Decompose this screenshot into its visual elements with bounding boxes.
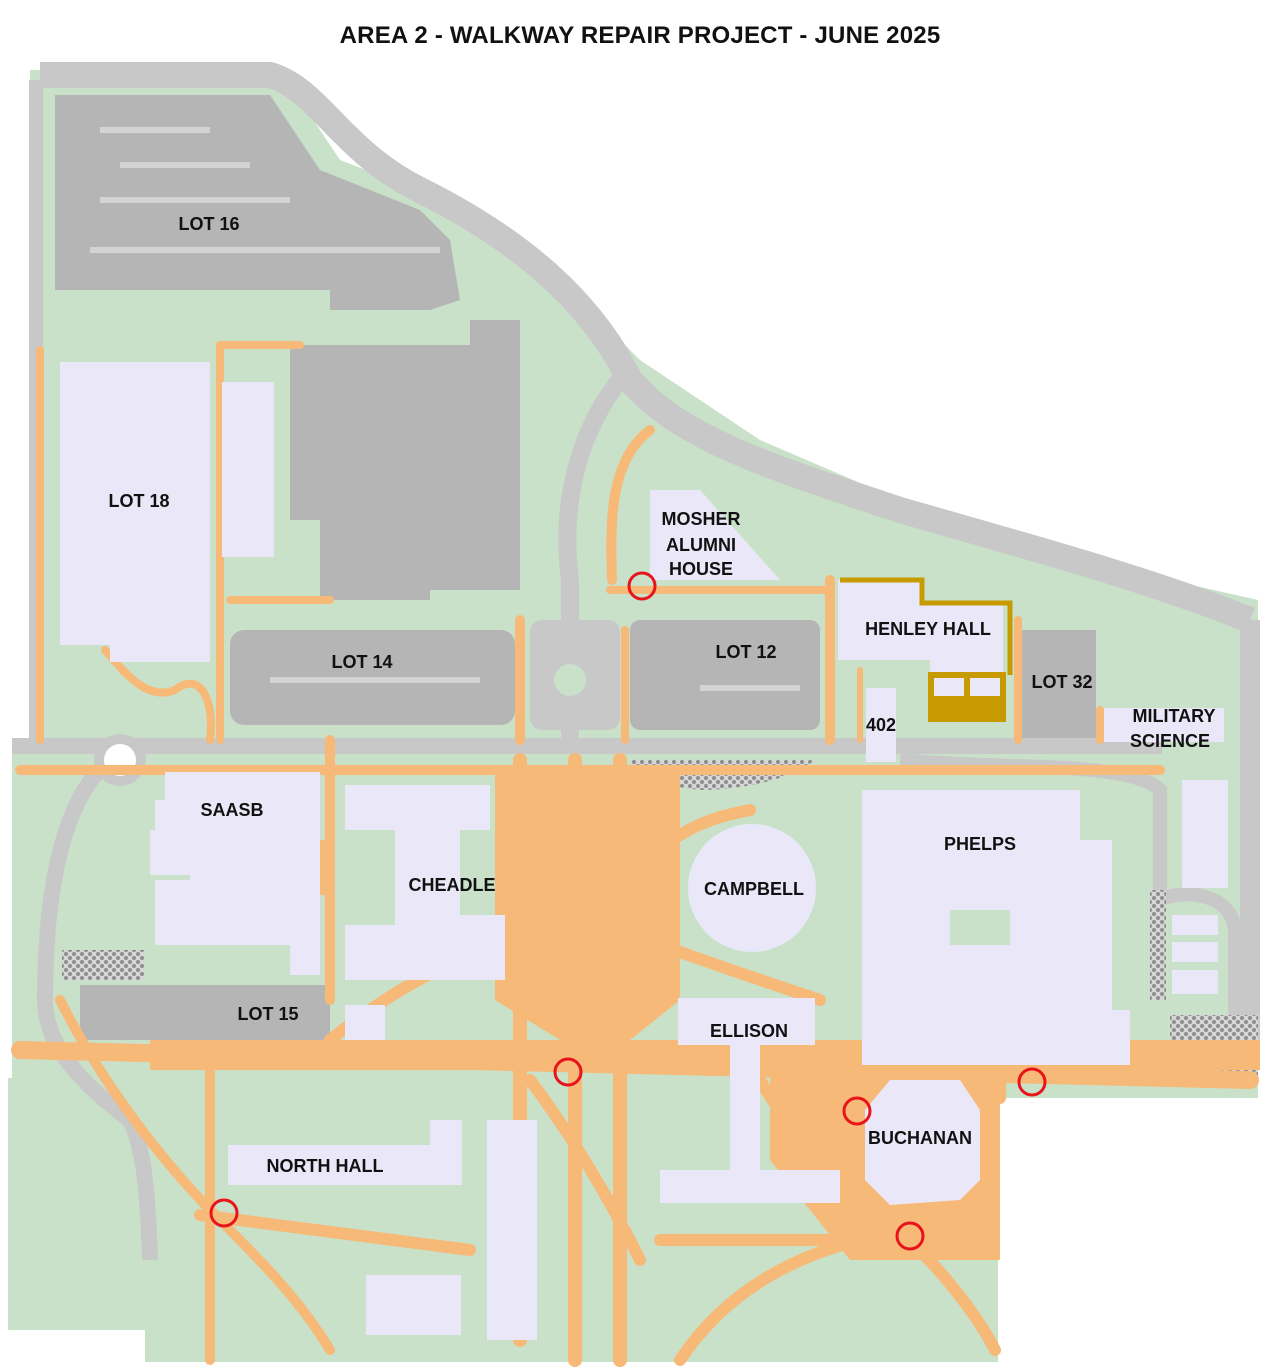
turnaround-island [554, 664, 586, 696]
label-lot-18: LOT 18 [108, 491, 169, 511]
mosher-alumni-house-building [650, 490, 780, 580]
main-road [12, 738, 1162, 754]
repair-marker-phelps-south[interactable] [1017, 1067, 1047, 1097]
label-ellison: ELLISON [710, 1021, 788, 1041]
lot-center-complex [290, 320, 520, 600]
label-north-hall: NORTH HALL [267, 1156, 384, 1176]
building-402 [866, 688, 896, 762]
north-hall-building [228, 1120, 462, 1185]
label-lot-32: LOT 32 [1031, 672, 1092, 692]
buchanan-hall-building [865, 1080, 980, 1205]
henley-hall-outline [840, 577, 1013, 675]
north-hall-east-building [487, 1120, 537, 1340]
label-lot-16: LOT 16 [178, 214, 239, 234]
lot-16-stripes [90, 127, 440, 253]
repair-marker-buchanan-north[interactable] [842, 1096, 872, 1126]
saasb-building [155, 772, 320, 975]
label-lot-12: LOT 12 [715, 642, 776, 662]
map-title: AREA 2 - WALKWAY REPAIR PROJECT - JUNE 2… [339, 22, 941, 49]
label-saasb: SAASB [200, 800, 263, 820]
lot-15-building [345, 1005, 385, 1040]
military-science-building [1104, 708, 1224, 742]
lot-32 [1022, 630, 1096, 738]
label-campbell: CAMPBELL [704, 879, 804, 899]
label-building-402: 402 [866, 715, 896, 735]
cheadle-hall-building [345, 785, 505, 980]
east-loop-road [899, 753, 1242, 1040]
label-mosher-1: MOSHER [661, 509, 740, 529]
cheadle-court-inner [350, 830, 395, 925]
label-phelps: PHELPS [944, 834, 1016, 854]
repair-marker-north-hall[interactable] [209, 1198, 239, 1228]
east-small-building-1 [1172, 915, 1218, 935]
east-annex-building [1182, 780, 1228, 888]
access-road [558, 374, 628, 740]
lot-15 [80, 985, 330, 1040]
ring-road-north [40, 62, 1255, 633]
ellison-hall-building [660, 998, 840, 1203]
label-military-1: MILITARY [1133, 706, 1216, 726]
henley-hall-addition-window-2 [970, 678, 1000, 696]
label-military-2: SCIENCE [1130, 731, 1210, 751]
label-mosher-2: ALUMNI [666, 535, 736, 555]
east-small-building-3 [1172, 970, 1218, 994]
hatched-area-east-strip [1150, 890, 1166, 1000]
label-mosher-3: HOUSE [669, 559, 733, 579]
henley-hall-addition-window-1 [934, 678, 964, 696]
label-cheadle: CHEADLE [408, 875, 495, 895]
repair-marker-mosher[interactable] [627, 571, 657, 601]
hatched-area-west [62, 950, 144, 980]
label-buchanan: BUCHANAN [868, 1128, 972, 1148]
lot-18-annex [222, 382, 274, 557]
campbell-hall-building [688, 824, 816, 952]
plaza-central [495, 770, 680, 1040]
lot-18-building [60, 362, 210, 662]
south-west-building [366, 1275, 461, 1335]
phelps-court-inner [950, 910, 1010, 945]
repair-marker-ellison-walkway[interactable] [553, 1057, 583, 1087]
repair-marker-buchanan-south[interactable] [895, 1221, 925, 1251]
label-lot-14: LOT 14 [331, 652, 392, 672]
lot-12 [630, 620, 820, 730]
label-lot-15: LOT 15 [237, 1004, 298, 1024]
saasb-west-building [150, 830, 190, 875]
label-henley-hall: HENLEY HALL [865, 619, 991, 639]
east-small-building-2 [1172, 942, 1218, 962]
